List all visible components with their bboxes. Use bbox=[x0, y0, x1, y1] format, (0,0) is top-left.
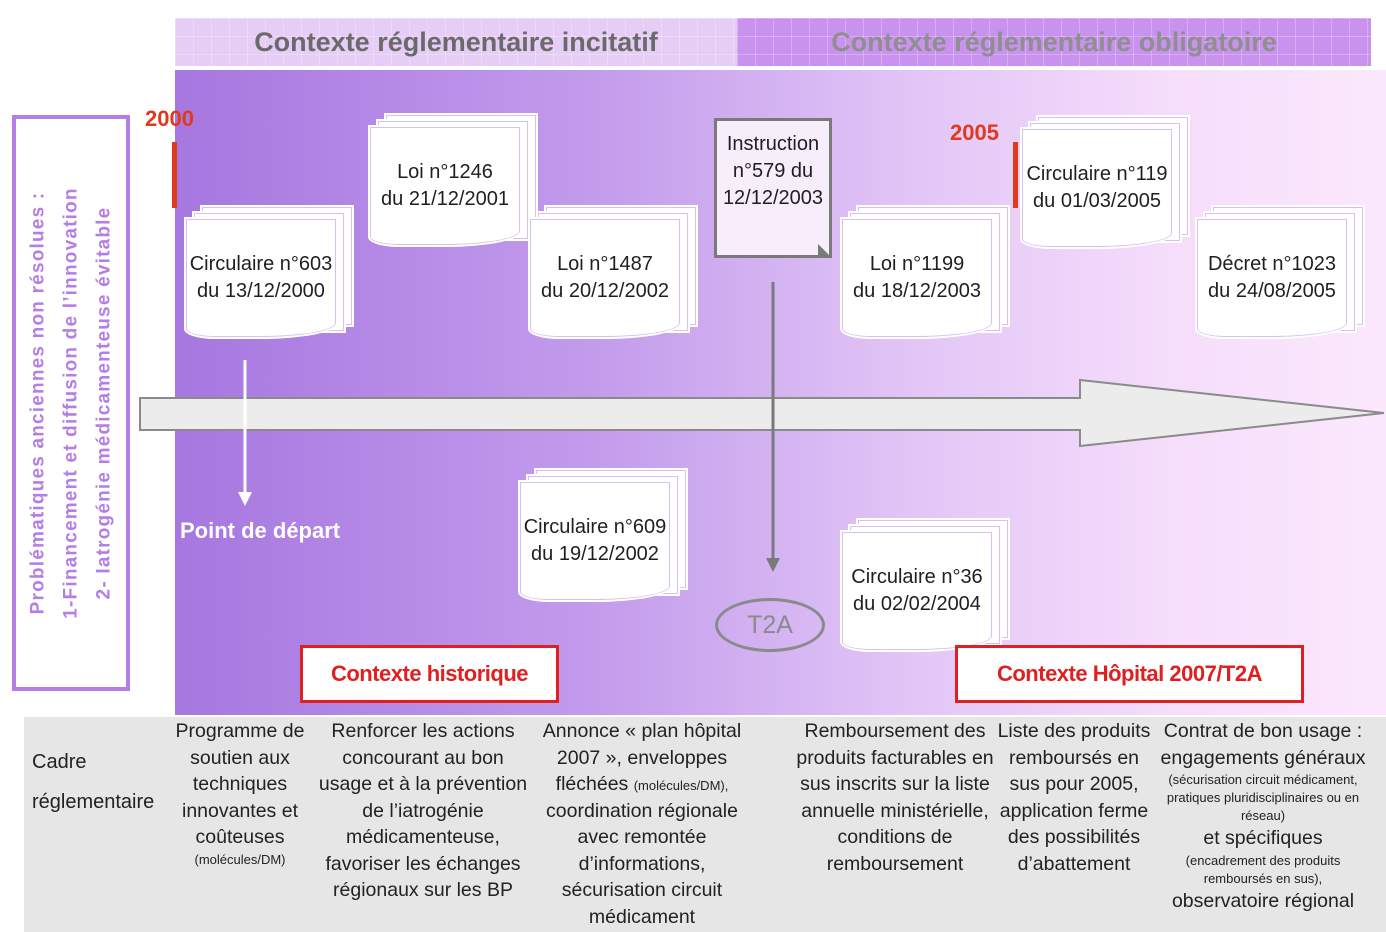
cadre-col-6: Contrat de bon usage : engagements génér… bbox=[1155, 718, 1371, 914]
doc-date: du 24/08/2005 bbox=[1208, 280, 1336, 302]
year-2000-marker bbox=[172, 142, 177, 208]
doc-date: 12/12/2003 bbox=[722, 187, 824, 209]
cadre-col-3-text-2: coordination régionale avec remontée d’i… bbox=[546, 799, 738, 928]
page-fold-icon bbox=[818, 244, 832, 258]
doc-circulaire-609: Circulaire n°609 du 19/12/2002 bbox=[518, 468, 688, 602]
problematiques-box: Problématiques anciennes non résolues : … bbox=[12, 115, 130, 691]
contexte-hopital-label: Contexte Hôpital 2007/T2A bbox=[996, 661, 1263, 686]
doc-number: n°579 du bbox=[732, 160, 814, 182]
contexte-historique-label: Contexte historique bbox=[330, 661, 529, 686]
cadre-col-1-text: Programme de soutien aux techniques inno… bbox=[175, 720, 305, 848]
year-2005: 2005 bbox=[950, 120, 999, 145]
t2a-arrow-head bbox=[766, 558, 780, 572]
cadre-label-line2: réglementaire bbox=[32, 791, 155, 813]
doc-instruction-579: Instruction n°579 du 12/12/2003 bbox=[714, 118, 832, 258]
cadre-col-6-text-1: Contrat de bon usage : engagements génér… bbox=[1160, 720, 1366, 769]
cadre-col-6-note-2: (encadrement des produits remboursés en … bbox=[1185, 852, 1341, 886]
doc-title: Loi n°1487 bbox=[557, 253, 653, 275]
point-depart-arrow-head bbox=[238, 492, 252, 506]
timeline-arrow bbox=[139, 378, 1385, 448]
doc-date: du 01/03/2005 bbox=[1033, 190, 1161, 212]
cadre-col-1: Programme de soutien aux techniques inno… bbox=[170, 718, 310, 869]
doc-circulaire-603: Circulaire n°603 du 13/12/2000 bbox=[184, 205, 354, 339]
header-obligatoire-label: Contexte réglementaire obligatoire bbox=[831, 26, 1277, 57]
doc-decret-1023: Décret n°1023 du 24/08/2005 bbox=[1195, 205, 1365, 339]
doc-title: Circulaire n°36 bbox=[851, 566, 983, 588]
point-depart-label: Point de départ bbox=[180, 518, 341, 543]
doc-loi-1199: Loi n°1199 du 18/12/2003 bbox=[840, 205, 1010, 339]
doc-title: Circulaire n°609 bbox=[523, 516, 667, 538]
doc-circulaire-119: Circulaire n°119 du 01/03/2005 bbox=[1020, 115, 1190, 249]
header-obligatoire: Contexte réglementaire obligatoire bbox=[737, 18, 1371, 66]
doc-date: du 21/12/2001 bbox=[381, 188, 509, 210]
cadre-reglementaire-label: Cadre réglementaire bbox=[32, 742, 182, 822]
cadre-col-4-text: Remboursement des produits facturables e… bbox=[796, 720, 994, 875]
doc-title: Instruction bbox=[726, 133, 820, 155]
cadre-col-6-note-1: (sécurisation circuit médicament, pratiq… bbox=[1166, 772, 1360, 823]
doc-title: Loi n°1199 bbox=[869, 253, 965, 275]
cadre-col-2-text: Renforcer les actions concourant au bon … bbox=[318, 720, 528, 901]
t2a-label: T2A bbox=[747, 610, 793, 639]
cadre-col-6-text-3: observatoire régional bbox=[1171, 889, 1355, 912]
t2a-ellipse: T2A bbox=[715, 598, 825, 652]
cadre-col-5: Liste des produits remboursés en sus pou… bbox=[995, 718, 1153, 877]
header-incitatif: Contexte réglementaire incitatif bbox=[175, 18, 737, 66]
doc-date: du 13/12/2000 bbox=[197, 280, 325, 302]
cadre-col-6-text-2: et spécifiques bbox=[1203, 827, 1323, 849]
doc-circulaire-36: Circulaire n°36 du 02/02/2004 bbox=[840, 518, 1010, 652]
year-2000: 2000 bbox=[145, 106, 194, 131]
doc-loi-1246: Loi n°1246 du 21/12/2001 bbox=[368, 113, 538, 247]
contexte-historique-box: Contexte historique bbox=[300, 645, 559, 703]
doc-date: du 18/12/2003 bbox=[853, 280, 981, 302]
doc-loi-1487: Loi n°1487 du 20/12/2002 bbox=[528, 205, 698, 339]
header-incitatif-label: Contexte réglementaire incitatif bbox=[254, 26, 658, 57]
doc-title: Décret n°1023 bbox=[1207, 253, 1337, 275]
cadre-col-3: Annonce « plan hôpital 2007 », enveloppe… bbox=[536, 718, 748, 930]
cadre-col-1-note: (molécules/DM) bbox=[194, 851, 286, 867]
cadre-reglementaire-panel bbox=[24, 717, 1386, 932]
cadre-col-2: Renforcer les actions concourant au bon … bbox=[318, 718, 528, 904]
cadre-col-3-note: (molécules/DM), bbox=[633, 778, 729, 793]
doc-title: Circulaire n°603 bbox=[189, 253, 333, 275]
doc-title: Loi n°1246 bbox=[397, 161, 493, 183]
cadre-label-line1: Cadre bbox=[32, 751, 87, 773]
doc-title: Circulaire n°119 bbox=[1026, 163, 1168, 185]
year-2005-marker bbox=[1013, 142, 1018, 208]
doc-date: du 02/02/2004 bbox=[853, 593, 981, 615]
cadre-col-3-text-1: Annonce « plan hôpital 2007 », enveloppe… bbox=[542, 720, 742, 795]
doc-date: du 20/12/2002 bbox=[541, 280, 669, 302]
doc-date: du 19/12/2002 bbox=[531, 543, 659, 565]
contexte-hopital-box: Contexte Hôpital 2007/T2A bbox=[955, 645, 1304, 703]
cadre-col-5-text: Liste des produits remboursés en sus pou… bbox=[997, 720, 1151, 875]
cadre-col-4: Remboursement des produits facturables e… bbox=[795, 718, 995, 877]
